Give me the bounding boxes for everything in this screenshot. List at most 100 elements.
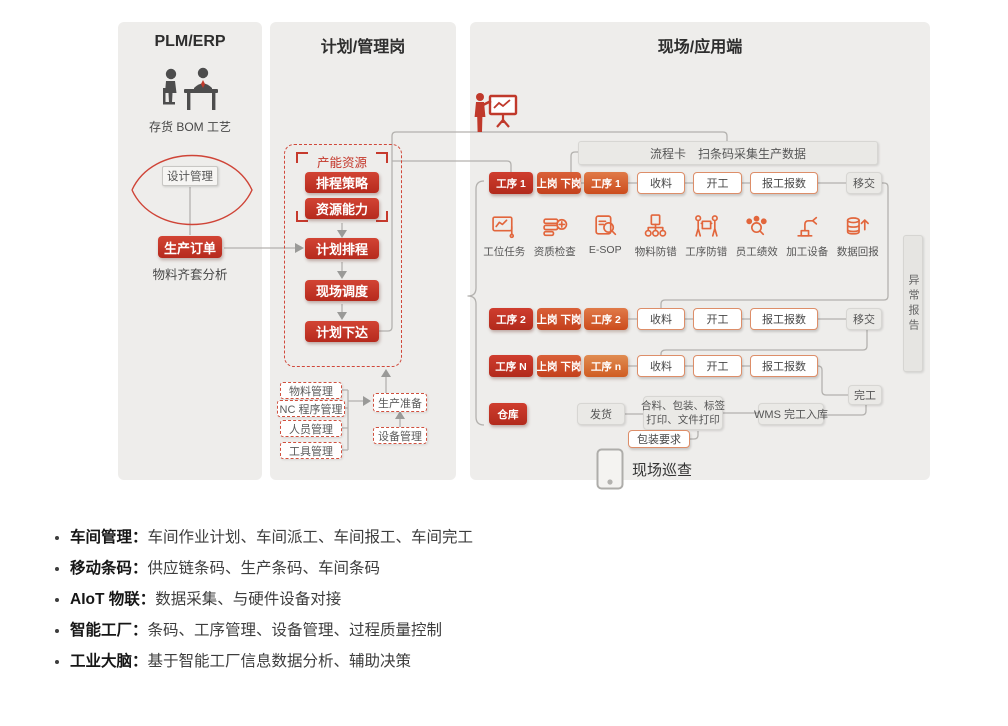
bullet-aiot: AIoT 物联：数据采集、与硬件设备对接 xyxy=(70,590,473,610)
icon-label: E-SOP xyxy=(588,244,622,256)
warehouse-box: 仓库 xyxy=(489,403,527,425)
material-mgmt-box: 物料管理 xyxy=(280,382,342,399)
transfer-box: 移交 xyxy=(846,308,882,330)
process-1-box: 工序 1 xyxy=(584,172,628,194)
start-work-box: 开工 xyxy=(693,355,742,377)
pack-print-line2: 打印、文件打印 xyxy=(646,414,720,426)
bracket-corner-br xyxy=(376,211,388,222)
finish-box: 完工 xyxy=(848,385,882,405)
exception-report-bar: 异常报告 xyxy=(903,235,923,372)
receive-material-box: 收料 xyxy=(637,308,685,330)
bullet-text: 车间作业计划、车间派工、车间报工、车间完工 xyxy=(147,529,474,546)
icon-label: 数据回报 xyxy=(836,246,879,258)
plan-release-box: 计划下达 xyxy=(305,321,379,342)
icon-label: 员工绩效 xyxy=(735,246,778,258)
shift-onoff-box: 上岗 下岗 xyxy=(537,172,581,194)
feature-bullet-list: 车间管理：车间作业计划、车间派工、车间报工、车间完工 移动条码：供应链条码、生产… xyxy=(52,528,473,683)
bracket-corner-tr xyxy=(376,152,388,163)
workstation-task-icon xyxy=(491,216,514,239)
icon-cell: 工位任务 xyxy=(479,213,530,259)
work-report-box: 报工报数 xyxy=(750,308,818,330)
work-report-box: 报工报数 xyxy=(750,172,818,194)
panel-title-site: 现场/应用端 xyxy=(657,39,743,56)
e-sop-icon xyxy=(595,215,616,236)
material-kit-analysis-label: 物料齐套分析 xyxy=(152,268,228,282)
icon-label: 工序防错 xyxy=(685,246,728,258)
qualification-check-icon xyxy=(543,218,568,237)
bullet-text: 供应链条码、生产条码、车间条码 xyxy=(147,560,381,577)
panel-title-plm: PLM/ERP xyxy=(154,33,226,50)
bullet-industrial-brain: 工业大脑：基于智能工厂信息数据分析、辅助决策 xyxy=(70,652,473,672)
exception-report-label: 异常报告 xyxy=(907,273,919,334)
production-prep-box: 生产准备 xyxy=(373,393,427,412)
schedule-strategy-box: 排程策略 xyxy=(305,172,379,193)
shift-onoff-box: 上岗 下岗 xyxy=(537,355,581,377)
icon-cell: 工序防错 xyxy=(681,213,732,259)
work-report-box: 报工报数 xyxy=(750,355,818,377)
bullet-text: 基于智能工厂信息数据分析、辅助决策 xyxy=(147,653,412,670)
capacity-resource-label: 产能资源 xyxy=(316,156,367,170)
station-2-box: 工序 2 xyxy=(489,308,533,330)
bullet-title: 工业大脑： xyxy=(70,653,148,670)
bullet-title: 智能工厂： xyxy=(70,622,148,639)
ship-box: 发货 xyxy=(577,403,625,425)
presenter-icon xyxy=(474,93,518,132)
icon-label: 资质检查 xyxy=(533,246,576,258)
process-2-box: 工序 2 xyxy=(584,308,628,330)
bullet-title: AIoT 物联： xyxy=(70,591,156,608)
design-mgmt-box: 设计管理 xyxy=(162,166,218,186)
nc-program-mgmt-box: NC 程序管理 xyxy=(277,400,345,417)
design-scope-lens-shape xyxy=(131,154,253,226)
material-mistake-proof-icon xyxy=(644,214,667,237)
station-function-icon-row: 工位任务 资质检查 E-SOP 物料防错 工序防错 xyxy=(479,213,883,259)
icon-label: 物料防错 xyxy=(634,246,677,258)
production-order-box: 生产订单 xyxy=(158,236,222,258)
transfer-box: 移交 xyxy=(846,172,882,194)
tool-mgmt-box: 工具管理 xyxy=(280,442,342,459)
start-work-box: 开工 xyxy=(693,172,742,194)
receive-material-box: 收料 xyxy=(637,355,685,377)
pack-request-box: 包装要求 xyxy=(628,430,690,448)
pack-print-line1: 合料、包装、标签 xyxy=(641,399,725,412)
resource-capacity-box: 资源能力 xyxy=(305,198,379,219)
employee-performance-icon xyxy=(746,215,767,236)
site-inspection-label: 现场巡查 xyxy=(632,462,693,479)
equipment-mgmt-box: 设备管理 xyxy=(373,427,427,444)
station-1-box: 工序 1 xyxy=(489,172,533,194)
icon-cell: 加工设备 xyxy=(782,213,833,259)
machining-equipment-icon xyxy=(797,216,817,237)
plan-schedule-box: 计划排程 xyxy=(305,238,379,259)
people-at-desk-icon xyxy=(163,67,218,110)
mobile-phone-icon xyxy=(596,448,624,490)
process-mistake-proof-icon xyxy=(694,215,718,237)
receive-material-box: 收料 xyxy=(637,172,685,194)
process-n-box: 工序 n xyxy=(584,355,628,377)
station-n-box: 工序 N xyxy=(489,355,533,377)
icon-cell: 数据回报 xyxy=(833,213,884,259)
icon-cell: E-SOP xyxy=(580,213,631,259)
icon-label: 工位任务 xyxy=(483,246,526,258)
start-work-box: 开工 xyxy=(693,308,742,330)
site-dispatch-box: 现场调度 xyxy=(305,280,379,301)
wms-inbound-box: WMS 完工入库 xyxy=(754,403,828,425)
inventory-bom-caption: 存货 BOM 工艺 xyxy=(148,120,231,134)
icon-cell: 物料防错 xyxy=(631,213,682,259)
panel-title-plan: 计划/管理岗 xyxy=(320,39,406,56)
data-feedback-icon xyxy=(847,217,870,235)
bullet-workshop-mgmt: 车间管理：车间作业计划、车间派工、车间报工、车间完工 xyxy=(70,528,473,548)
personnel-mgmt-box: 人员管理 xyxy=(280,420,342,437)
pack-print-box: 合料、包装、标签 打印、文件打印 xyxy=(641,396,725,430)
bullet-mobile-barcode: 移动条码：供应链条码、生产条码、车间条码 xyxy=(70,559,473,579)
icon-label: 加工设备 xyxy=(786,246,829,258)
icon-cell: 资质检查 xyxy=(530,213,581,259)
bullet-text: 条码、工序管理、设备管理、过程质量控制 xyxy=(147,622,443,639)
bullet-smart-factory: 智能工厂：条码、工序管理、设备管理、过程质量控制 xyxy=(70,621,473,641)
process-card-bar: 流程卡 扫条码采集生产数据 xyxy=(578,141,878,165)
shift-onoff-box: 上岗 下岗 xyxy=(537,308,581,330)
bracket-corner-tl xyxy=(296,152,308,163)
capacity-dashed-group xyxy=(284,144,402,367)
bullet-text: 数据采集、与硬件设备对接 xyxy=(155,591,342,608)
bullet-title: 移动条码： xyxy=(70,560,148,577)
bracket-corner-bl xyxy=(296,211,308,222)
